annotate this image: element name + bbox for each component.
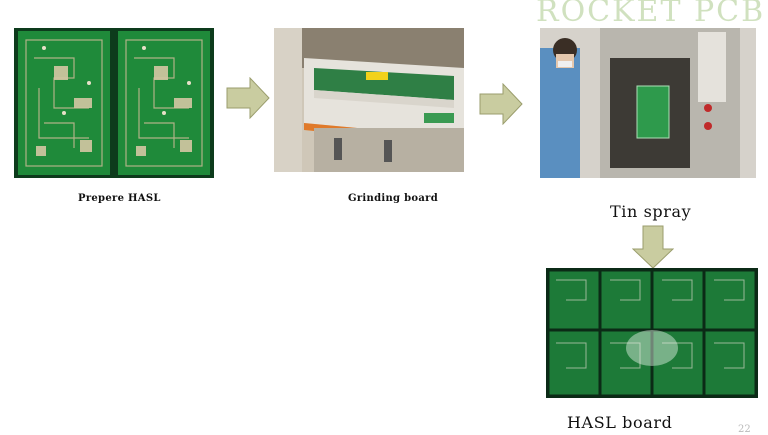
hasl-board-photo bbox=[546, 268, 758, 398]
prepare-hasl-photo bbox=[14, 28, 214, 178]
step-label-grinding: Grinding board bbox=[348, 193, 439, 204]
arrow-right-icon bbox=[226, 77, 270, 119]
grinding-board-photo bbox=[274, 28, 464, 172]
tin-spray-machine-photo bbox=[540, 28, 756, 178]
step-label-hasl: HASL board bbox=[567, 413, 673, 432]
pcb-board-photo bbox=[14, 28, 214, 178]
corner-mark: 22 bbox=[738, 424, 751, 435]
watermark-text: ROCKET PCB bbox=[536, 0, 766, 29]
arrow-right-icon bbox=[479, 83, 523, 125]
step-label-prepare: Prepere HASL bbox=[78, 193, 161, 204]
finished-hasl-board-photo bbox=[546, 268, 758, 398]
tin-spray-photo bbox=[540, 28, 756, 178]
arrow-down-icon bbox=[632, 225, 674, 269]
grinding-machine-photo bbox=[274, 28, 464, 172]
step-label-tin-spray: Tin spray bbox=[610, 202, 692, 221]
